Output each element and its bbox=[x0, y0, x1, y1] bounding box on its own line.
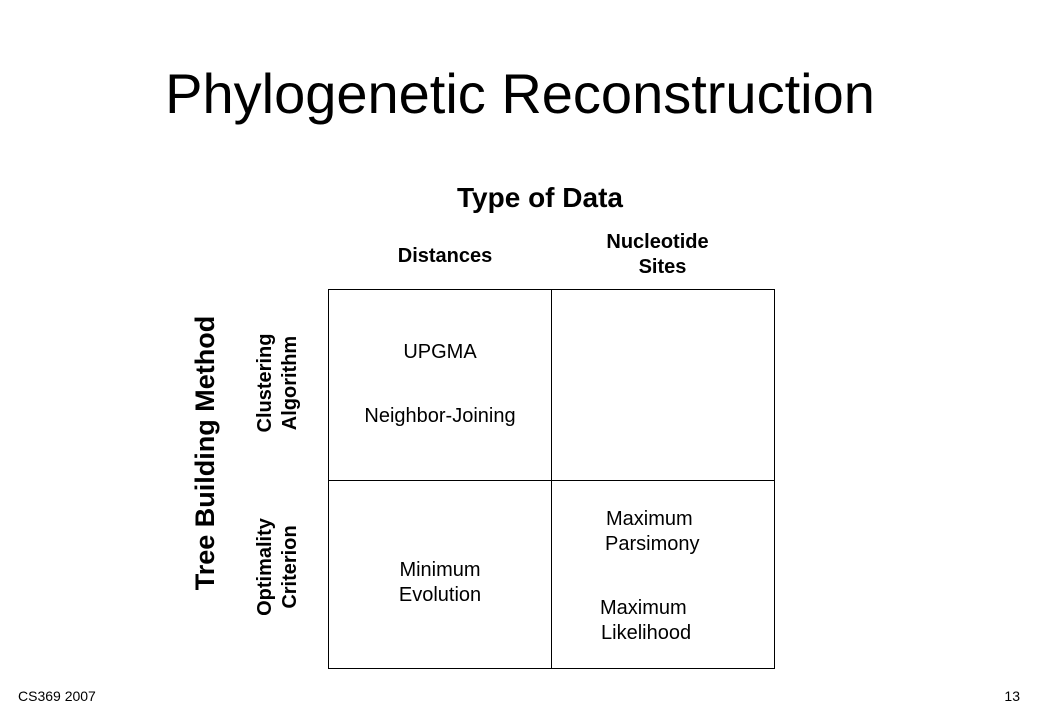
cell-line1: Maximum bbox=[600, 597, 687, 619]
column-header-line2: Sites bbox=[638, 256, 687, 278]
method-upgma: UPGMA bbox=[403, 341, 477, 363]
cell-line2: Evolution bbox=[398, 584, 482, 606]
cell-line2: Likelihood bbox=[601, 622, 692, 644]
row-header-clustering: Clustering Algorithm bbox=[253, 313, 305, 453]
column-header-label: Distances bbox=[397, 245, 493, 267]
grid-vertical-divider bbox=[551, 289, 552, 669]
cell-line1: Minimum bbox=[399, 559, 481, 581]
method-axis-title: Tree Building Method bbox=[190, 315, 220, 591]
method-neighbor-joining: Neighbor-Joining bbox=[364, 405, 516, 427]
row-header-line1: Clustering bbox=[254, 333, 276, 433]
slide-title: Phylogenetic Reconstruction bbox=[165, 62, 875, 125]
row-header-line2: Criterion bbox=[279, 525, 301, 609]
grid-horizontal-divider bbox=[328, 480, 775, 481]
footer-page-number: 13 bbox=[1004, 688, 1020, 704]
row-header-line1: Optimality bbox=[254, 518, 276, 616]
column-header-distances: Distances bbox=[360, 244, 530, 269]
method-maximum-parsimony: Maximum Parsimony bbox=[590, 507, 750, 557]
cell-line2: Parsimony bbox=[605, 533, 700, 555]
cell-line1: Maximum bbox=[606, 508, 693, 530]
column-header-nucleotide-sites: Nucleotide Sites bbox=[570, 230, 745, 280]
method-minimum-evolution: Minimum Evolution bbox=[340, 558, 540, 608]
column-header-line1: Nucleotide bbox=[606, 231, 709, 253]
row-header-optimality: Optimality Criterion bbox=[253, 497, 305, 637]
row-header-line2: Algorithm bbox=[279, 335, 301, 431]
data-axis-title: Type of Data bbox=[457, 182, 623, 213]
footer-course: CS369 2007 bbox=[18, 688, 96, 704]
method-maximum-likelihood: Maximum Likelihood bbox=[590, 596, 750, 646]
